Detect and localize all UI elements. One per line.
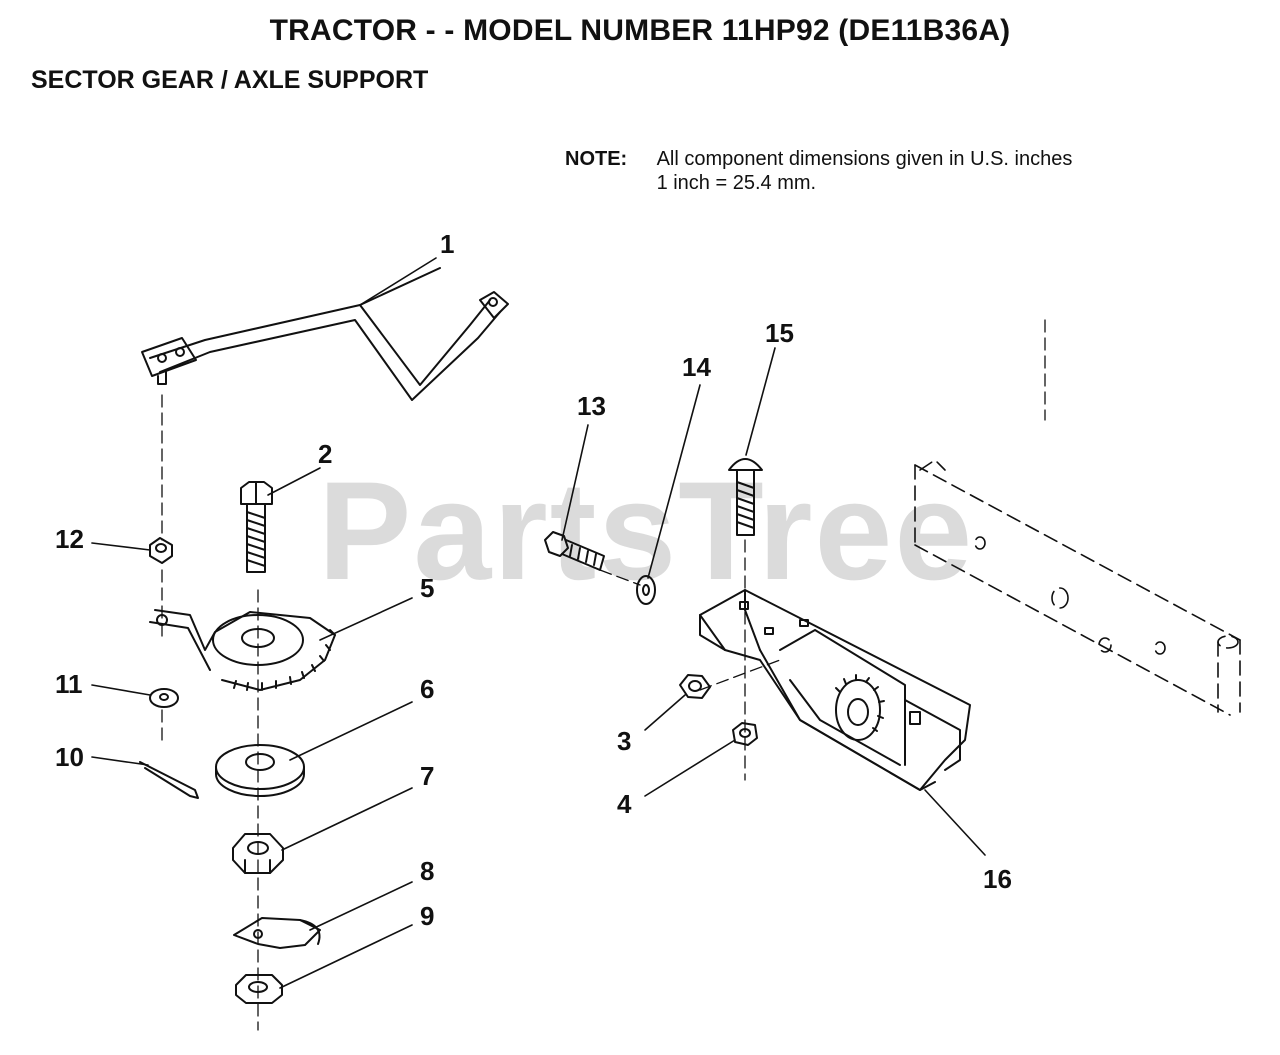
front-axle-phantom bbox=[914, 459, 1241, 716]
callout-5: 5 bbox=[420, 573, 434, 603]
callout-11: 11 bbox=[55, 669, 83, 699]
part-11-washer bbox=[149, 688, 179, 708]
part-7-nut bbox=[232, 833, 284, 874]
part-13-bolt bbox=[544, 531, 605, 571]
callout-13: 13 bbox=[577, 391, 606, 421]
callout-16: 16 bbox=[983, 864, 1012, 894]
part-12-nut bbox=[149, 537, 173, 564]
part-6-spacer bbox=[215, 744, 305, 797]
callout-10: 10 bbox=[55, 742, 84, 772]
callout-8: 8 bbox=[420, 856, 434, 886]
callout-3: 3 bbox=[617, 726, 631, 756]
watermark: PartsTree bbox=[318, 452, 975, 609]
part-16-axle-support bbox=[699, 589, 971, 791]
part-4-nut bbox=[732, 722, 758, 746]
section-title: SECTOR GEAR / AXLE SUPPORT bbox=[31, 66, 429, 94]
callout-15: 15 bbox=[765, 318, 794, 348]
callout-numbers: 1 2 3 4 5 6 7 8 9 10 11 12 13 14 15 16 bbox=[55, 229, 1012, 931]
callout-4: 4 bbox=[617, 789, 632, 819]
note-label: NOTE: bbox=[565, 148, 628, 170]
part-9-nut bbox=[235, 974, 283, 1004]
callout-9: 9 bbox=[420, 901, 434, 931]
part-14-washer bbox=[636, 575, 656, 605]
leader-lines bbox=[91, 257, 986, 989]
page-title: TRACTOR - - MODEL NUMBER 11HP92 (DE11B36… bbox=[269, 14, 1011, 47]
part-5-sector-gear bbox=[149, 609, 336, 691]
dimension-note: NOTE: All component dimensions given in … bbox=[565, 147, 1072, 195]
callout-14: 14 bbox=[682, 352, 711, 382]
callout-7: 7 bbox=[420, 761, 434, 791]
note-text: All component dimensions given in U.S. i… bbox=[657, 147, 1073, 195]
part-10-cotter-pin bbox=[139, 761, 199, 799]
callout-12: 12 bbox=[55, 524, 84, 554]
part-15-carriage-bolt bbox=[728, 458, 763, 536]
note-line-1: All component dimensions given in U.S. i… bbox=[656, 148, 1073, 170]
center-lines bbox=[161, 319, 1046, 1031]
part-1-drag-link bbox=[141, 267, 509, 401]
part-3-nut bbox=[679, 674, 711, 699]
note-line-2: 1 inch = 25.4 mm. bbox=[656, 172, 817, 194]
callout-6: 6 bbox=[420, 674, 434, 704]
callout-2: 2 bbox=[318, 439, 332, 469]
part-2-bolt bbox=[240, 481, 273, 573]
part-8-clip bbox=[233, 917, 321, 949]
callout-1: 1 bbox=[440, 229, 454, 259]
